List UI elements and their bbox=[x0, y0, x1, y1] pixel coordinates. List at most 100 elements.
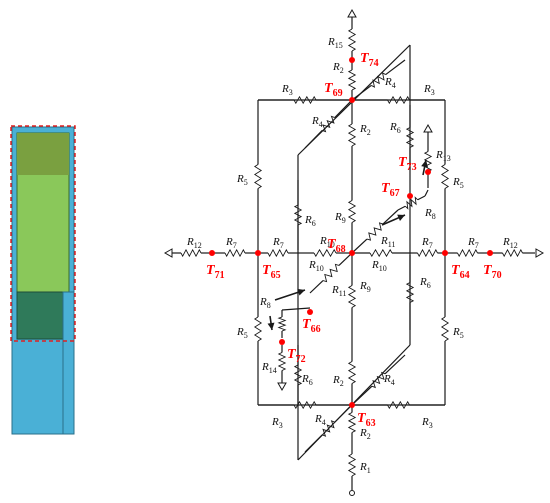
resistor-r5-right-bot bbox=[440, 316, 450, 342]
resistor-label-r3: R3 bbox=[281, 83, 293, 97]
resistor-label-r2: R2 bbox=[332, 374, 344, 388]
sink-arrow-r14 bbox=[277, 382, 287, 392]
resistor-label-r3: R3 bbox=[423, 83, 435, 97]
resistor-label-r7: R7 bbox=[225, 236, 237, 250]
resistor-r5-left-bot bbox=[253, 316, 263, 342]
resistor-label-r9: R9 bbox=[334, 211, 346, 225]
resistor-r1 bbox=[347, 453, 357, 477]
resistor-r15 bbox=[347, 28, 357, 52]
node-t66 bbox=[307, 309, 313, 315]
resistor-r11-upper bbox=[366, 222, 384, 241]
node-label-t73: T73 bbox=[398, 155, 417, 173]
resistor-r3-bot-left bbox=[293, 400, 317, 410]
wire bbox=[281, 307, 311, 311]
green-block-top bbox=[17, 133, 69, 175]
wire bbox=[397, 205, 406, 211]
resistor-r3-top-right bbox=[387, 95, 410, 105]
resistor-r10-right bbox=[369, 248, 393, 258]
node-t67 bbox=[407, 193, 413, 199]
component-illustration bbox=[10, 125, 76, 435]
resistor-label-r2: R2 bbox=[332, 61, 344, 75]
resistor-label-r11: R11 bbox=[380, 235, 395, 249]
resistor-r7-right-inner bbox=[417, 248, 438, 258]
terminal-bottom bbox=[349, 490, 355, 496]
wire bbox=[351, 238, 368, 254]
resistor-r11-lower bbox=[322, 263, 340, 283]
wire bbox=[417, 195, 426, 201]
dashed-outline bbox=[10, 125, 76, 342]
resistor-label-r7: R7 bbox=[467, 236, 479, 250]
wire bbox=[351, 385, 373, 406]
node-label-t67: T67 bbox=[381, 181, 400, 199]
resistor-label-r7: R7 bbox=[272, 236, 284, 250]
resistor-label-r13: R13 bbox=[435, 149, 451, 163]
resistor-label-r12: R12 bbox=[502, 236, 518, 250]
wire bbox=[351, 84, 372, 101]
resistor-r4-top-right bbox=[371, 72, 386, 88]
resistor-r5-right-top bbox=[440, 164, 450, 189]
resistor-r4-bot-right bbox=[371, 371, 386, 389]
resistor-label-r5: R5 bbox=[452, 176, 464, 190]
resistor-r6-right-upper bbox=[405, 127, 415, 148]
resistor-label-r10: R10 bbox=[371, 259, 387, 273]
resistor-r8-lower bbox=[277, 316, 287, 332]
resistor-label-r4: R4 bbox=[314, 413, 326, 427]
resistor-label-r8: R8 bbox=[259, 296, 271, 310]
resistor-r2-bot-lower bbox=[347, 412, 357, 433]
resistor-r6-right-lower bbox=[405, 282, 415, 303]
resistor-label-r10: R10 bbox=[308, 259, 324, 273]
resistor-label-r12: R12 bbox=[186, 236, 202, 250]
node-t73 bbox=[425, 169, 431, 175]
network-arrows bbox=[163, 8, 545, 496]
resistor-r6-left-upper bbox=[293, 204, 303, 226]
wire bbox=[385, 59, 406, 76]
resistor-r4-top-left bbox=[322, 115, 335, 133]
blue-tab bbox=[62, 291, 75, 435]
resistor-r2-top-lower bbox=[347, 123, 357, 147]
resistor-label-r1: R1 bbox=[359, 461, 371, 475]
node-label-t72: T72 bbox=[287, 347, 306, 365]
node-t63 bbox=[349, 402, 355, 408]
node-label-t65: T65 bbox=[262, 263, 281, 281]
node-label-t74: T74 bbox=[360, 51, 379, 69]
resistor-label-r5: R5 bbox=[236, 173, 248, 187]
wire bbox=[304, 130, 323, 149]
resistor-r2-bot-upper bbox=[347, 361, 357, 384]
node-t64 bbox=[442, 250, 448, 256]
resistor-label-r2: R2 bbox=[359, 427, 371, 441]
wire bbox=[424, 189, 429, 197]
resistor-r10-left bbox=[313, 248, 337, 258]
network-nodes bbox=[209, 57, 493, 408]
resistor-label-r7: R7 bbox=[421, 236, 433, 250]
node-label-t64: T64 bbox=[451, 263, 470, 281]
resistor-label-r14: R14 bbox=[261, 361, 277, 375]
node-label-t70: T70 bbox=[483, 263, 502, 281]
node-t65 bbox=[255, 250, 261, 256]
node-label-t69: T69 bbox=[324, 81, 343, 99]
resistor-r7-left-outer bbox=[224, 248, 246, 258]
sink-arrow-r13 bbox=[423, 123, 433, 133]
resistor-label-r9: R9 bbox=[359, 280, 371, 294]
resistor-label-r2: R2 bbox=[359, 123, 371, 137]
resistor-label-r3: R3 bbox=[421, 416, 433, 430]
resistor-label-r8: R8 bbox=[424, 207, 436, 221]
resistor-r3-top-left bbox=[293, 95, 317, 105]
node-label-t71: T71 bbox=[206, 263, 225, 281]
resistor-label-r4: R4 bbox=[311, 115, 323, 129]
resistor-r6-left-lower bbox=[293, 364, 303, 386]
resistor-r13 bbox=[423, 151, 433, 172]
resistor-label-r11: R11 bbox=[331, 284, 346, 298]
resistor-label-r5: R5 bbox=[236, 326, 248, 340]
resistor-r9-lower bbox=[347, 285, 357, 308]
resistor-label-r6: R6 bbox=[389, 121, 401, 135]
resistor-label-r4: R4 bbox=[383, 373, 395, 387]
flow-arrow-r8-upper-head bbox=[397, 214, 405, 222]
resistor-r8-upper bbox=[404, 196, 419, 210]
resistor-r9-upper bbox=[347, 200, 357, 223]
node-t68 bbox=[349, 250, 355, 256]
resistor-label-r4: R4 bbox=[384, 76, 396, 90]
resistor-label-r5: R5 bbox=[452, 326, 464, 340]
wire bbox=[338, 252, 353, 266]
